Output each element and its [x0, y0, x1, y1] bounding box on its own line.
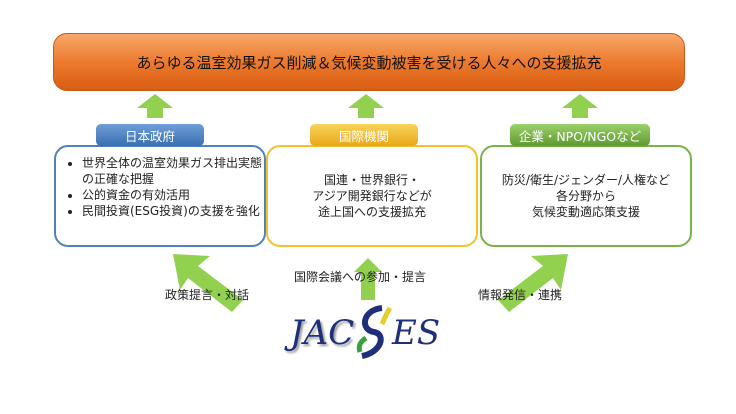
- text-line: 国連・世界銀行・: [323, 173, 420, 187]
- text-line: アジア開発銀行などが: [312, 189, 432, 203]
- up-arrow-bottom-center: [354, 258, 382, 300]
- label-info-network: 情報発信・連携: [478, 288, 563, 302]
- text-line: 気候変動適応策支援: [531, 205, 640, 219]
- jacses-logo: JAC ES: [282, 300, 462, 360]
- label-policy-dialogue: 政策提言・対話: [165, 288, 250, 302]
- goal-banner: あらゆる温室効果ガス削減＆気候変動被害を受ける人々への支援拡充: [53, 33, 685, 91]
- svg-text:ES: ES: [391, 313, 440, 353]
- up-arrow-center: [348, 94, 384, 118]
- svg-text:JAC: JAC: [284, 313, 354, 353]
- diag-arrow-left: [173, 254, 243, 312]
- tag-companies-ngo: 企業・NPO/NGOなど: [510, 124, 650, 146]
- up-arrow-right: [562, 94, 598, 118]
- text-line: 防災/衛生/ジェンダー/人権など: [501, 173, 671, 187]
- box-companies-ngo: 防災/衛生/ジェンダー/人権など 各分野から 気候変動適応策支援: [480, 145, 692, 247]
- box-international-orgs: 国連・世界銀行・ アジア開発銀行などが 途上国への支援拡充: [266, 145, 478, 247]
- box-japan-government: 世界全体の温室効果ガス排出実態の正確な把握 公的資金の有効活用 民間投資(ESG…: [54, 145, 266, 247]
- text-line: 途上国への支援拡充: [317, 205, 426, 219]
- diag-arrow-right: [498, 254, 568, 312]
- list-item: 世界全体の温室効果ガス排出実態の正確な把握: [82, 155, 264, 187]
- up-arrow-left: [137, 94, 173, 118]
- tag-international-orgs: 国際機関: [310, 124, 418, 146]
- label-intl-conference: 国際会議への参加・提言: [294, 270, 427, 284]
- list-item: 民間投資(ESG投資)の支援を強化: [82, 203, 264, 219]
- list-item: 公的資金の有効活用: [82, 187, 264, 203]
- tag-japan-government: 日本政府: [96, 124, 204, 146]
- text-line: 各分野から: [555, 189, 616, 203]
